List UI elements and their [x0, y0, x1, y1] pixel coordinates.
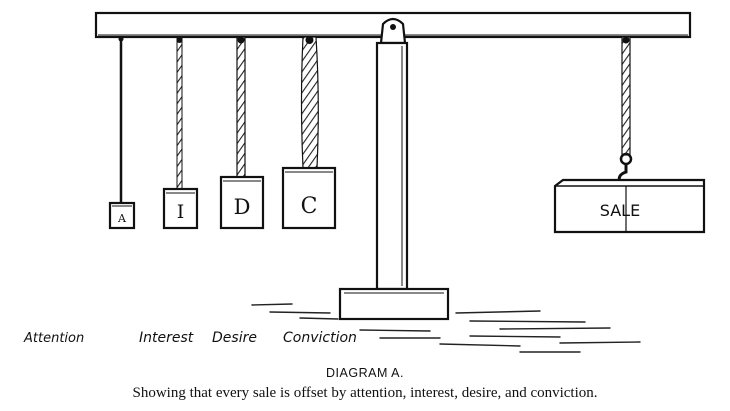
weight-c-letter: C [301, 194, 318, 219]
weight-a-letter: A [117, 212, 127, 225]
caption-text: Showing that every sale is offset by att… [132, 385, 598, 401]
floor-shading [251, 303, 641, 353]
rope-sale [621, 36, 631, 156]
label-attention: Attention [23, 331, 84, 346]
sale-label: SALE [600, 201, 640, 220]
rope-i [176, 36, 183, 190]
rope-a [118, 36, 124, 203]
sale-box: SALE [553, 178, 706, 234]
label-desire: Desire [212, 330, 257, 346]
weight-a: A [108, 201, 136, 230]
weight-d-letter: D [234, 195, 251, 219]
label-conviction: Conviction [283, 330, 357, 346]
weight-d: D [219, 175, 265, 230]
support-post [375, 41, 409, 291]
weight-c: C [281, 166, 337, 230]
pivot-icon [379, 17, 407, 45]
weight-i: I [162, 187, 199, 230]
weight-i-letter: I [177, 201, 185, 223]
label-interest: Interest [139, 330, 194, 346]
caption-title: DIAGRAM A. [326, 366, 404, 380]
post-base [338, 287, 450, 321]
rope-d [236, 36, 246, 178]
rope-c [300, 36, 319, 169]
